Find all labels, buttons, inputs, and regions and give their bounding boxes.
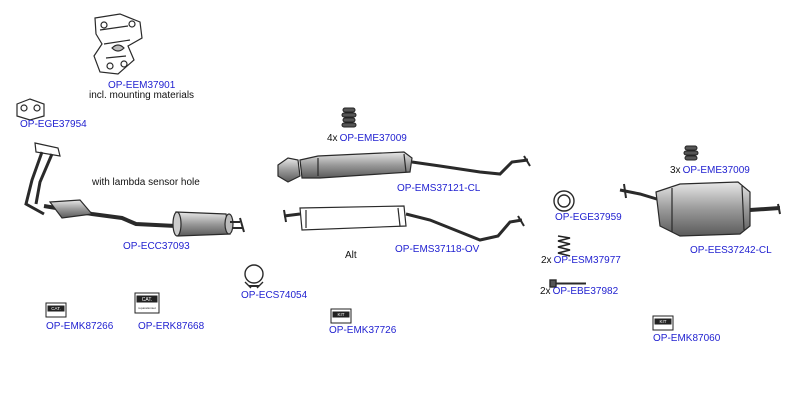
part-code-emk37726[interactable]: OP-EMK37726 — [329, 325, 397, 336]
rubber-mount-icon[interactable] — [341, 107, 357, 128]
middle-silencer-icon[interactable] — [277, 151, 531, 183]
kit-icon[interactable]: KIT — [652, 315, 674, 331]
svg-text:CAT.: CAT. — [142, 297, 152, 303]
part-code-esm37977[interactable]: OP-ESM37977 — [553, 255, 621, 266]
part-code-eme37009[interactable]: OP-EME37009 — [339, 133, 407, 144]
part-code-ebe37982[interactable]: OP-EBE37982 — [552, 286, 619, 297]
gasket-icon[interactable] — [16, 98, 45, 121]
part-code-ecs74054[interactable]: OP-ECS74054 — [241, 290, 308, 301]
kit-icon[interactable]: KIT — [330, 308, 352, 324]
part-qty: 2x — [541, 255, 552, 266]
rear-silencer-icon[interactable] — [619, 181, 781, 237]
svg-text:CAT.: CAT. — [51, 306, 60, 311]
spring-icon[interactable] — [557, 235, 571, 257]
part-code-ees37242-cl[interactable]: OP-EES37242-CL — [690, 245, 772, 256]
part-note-ecc37093: with lambda sensor hole — [92, 177, 200, 188]
svg-text:KIT: KIT — [659, 319, 666, 324]
ring-gasket-icon[interactable] — [553, 190, 575, 212]
part-code-emk87266[interactable]: OP-EMK87266 — [46, 321, 114, 332]
catalytic-converter-icon[interactable] — [24, 142, 245, 237]
part-code-ems37118-ov[interactable]: OP-EMS37118-OV — [395, 244, 480, 255]
part-note-eem37901: incl. mounting materials — [89, 90, 195, 101]
cat-kit-icon[interactable]: CAT. — [45, 302, 67, 318]
part-code-ecc37093[interactable]: OP-ECC37093 — [123, 241, 190, 252]
exhaust-manifold-icon[interactable] — [93, 13, 143, 75]
cat-repair-kit-icon[interactable]: CAT. reparationset — [134, 292, 160, 314]
part-qty: 4x — [327, 133, 338, 144]
part-note-ems37118-ov: Alt — [345, 250, 357, 261]
middle-silencer-alt-icon[interactable] — [283, 205, 525, 242]
svg-text:KIT: KIT — [337, 312, 344, 317]
part-code-ege37954[interactable]: OP-EGE37954 — [20, 119, 87, 130]
clamp-icon[interactable] — [244, 264, 264, 289]
bolt-icon[interactable] — [549, 279, 586, 288]
part-code-ege37959[interactable]: OP-EGE37959 — [555, 212, 622, 223]
part-qty: 2x — [540, 286, 551, 297]
part-code-eme37009[interactable]: OP-EME37009 — [682, 165, 750, 176]
part-code-emk87060[interactable]: OP-EMK87060 — [653, 333, 721, 344]
part-code-ems37121-cl[interactable]: OP-EMS37121-CL — [397, 183, 481, 194]
rubber-mount-icon[interactable] — [683, 145, 699, 161]
part-code-erk87668[interactable]: OP-ERK87668 — [138, 321, 205, 332]
svg-text:reparationset: reparationset — [138, 306, 156, 310]
part-code-eem37901[interactable]: OP-EEM37901 — [108, 80, 176, 91]
part-qty: 3x — [670, 165, 681, 176]
